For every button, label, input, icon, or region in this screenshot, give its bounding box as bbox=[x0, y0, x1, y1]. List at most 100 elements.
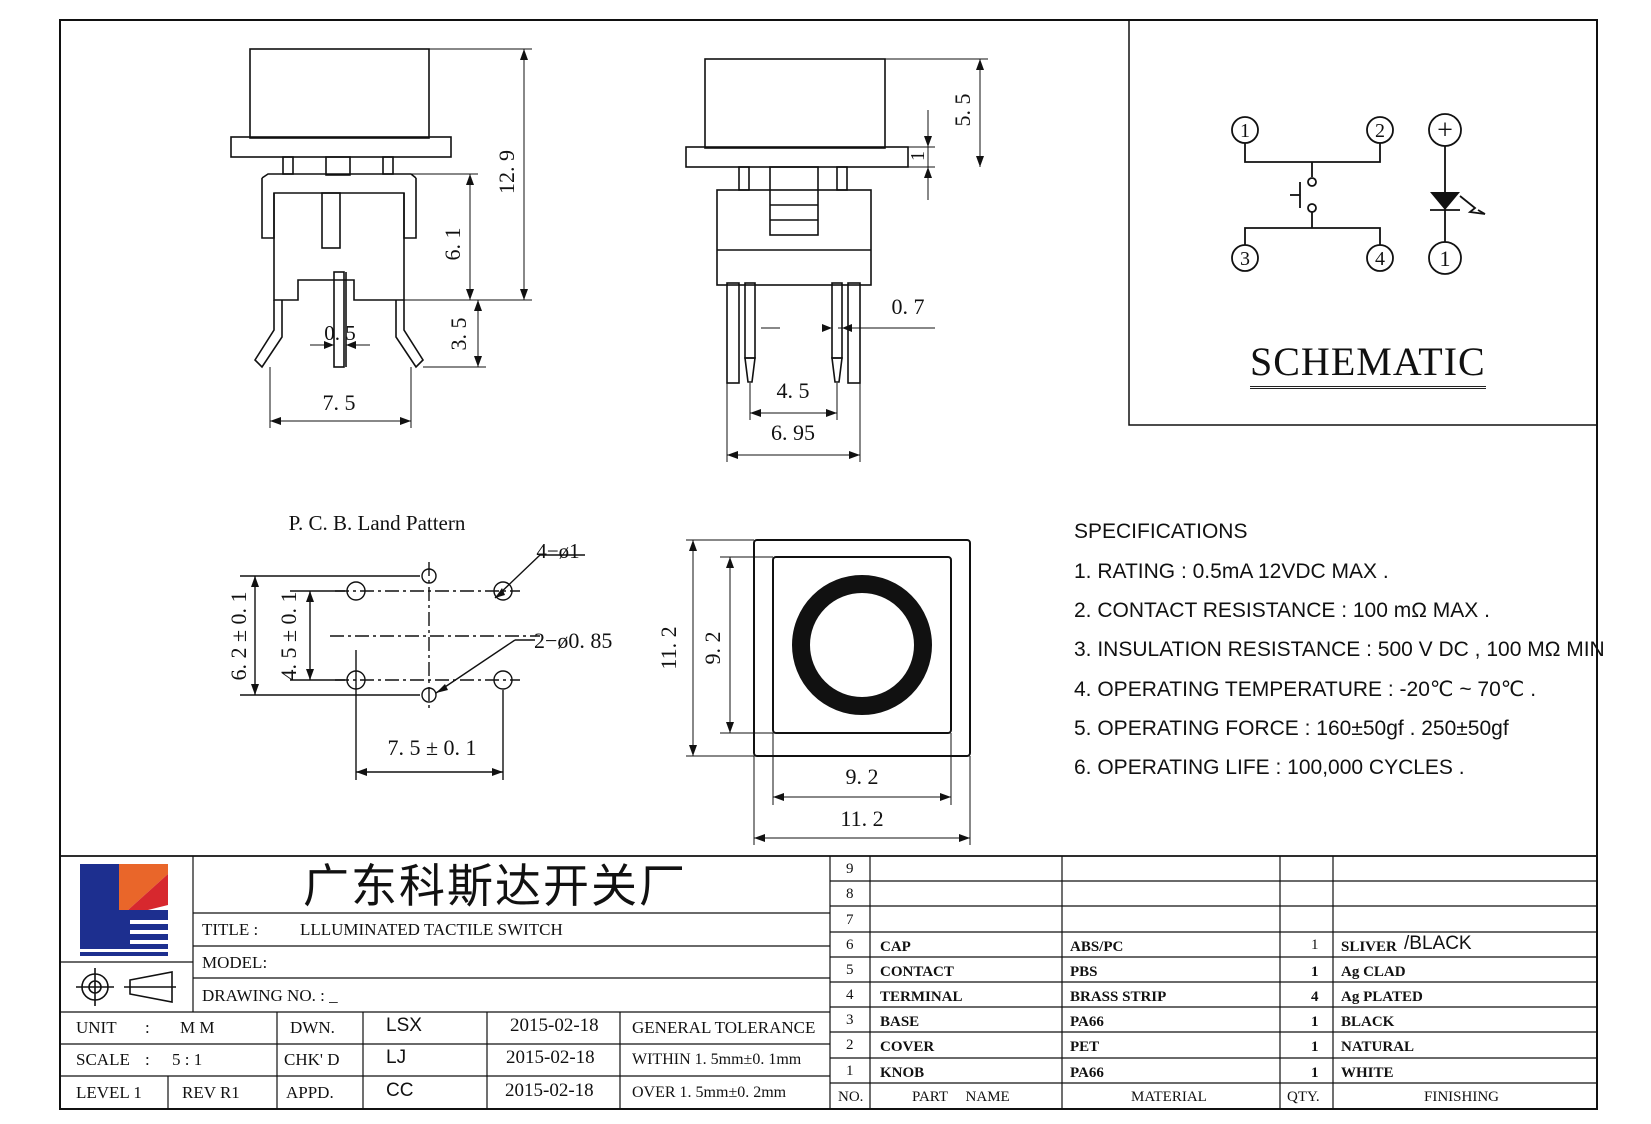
dim-9-2-vertical: 9. 2 bbox=[700, 632, 725, 665]
bom-row-number: 2 bbox=[846, 1037, 854, 1053]
drawn-date: 2015-02-18 bbox=[510, 1015, 599, 1036]
scale-label: SCALE bbox=[76, 1050, 130, 1069]
scale-value: 5 : 1 bbox=[172, 1050, 203, 1069]
top-view bbox=[686, 539, 971, 845]
bom-quantity: 1 bbox=[1311, 1014, 1319, 1030]
side-view bbox=[685, 58, 909, 384]
drawing-number-label: DRAWING NO. : _ bbox=[202, 986, 338, 1005]
checked-by-label: CHK' D bbox=[284, 1050, 340, 1069]
title-value: LLLUMINATED TACTILE SWITCH bbox=[300, 920, 563, 939]
bom-quantity: 4 bbox=[1311, 989, 1319, 1005]
schematic-title: SCHEMATIC bbox=[1250, 340, 1486, 389]
dim-4-holes: 4−ø1 bbox=[536, 539, 579, 563]
bom-quantity: 1 bbox=[1311, 937, 1319, 953]
side-view-arrows bbox=[727, 59, 984, 459]
pin-label-4: 4 bbox=[1375, 248, 1385, 270]
company-name: 广东科斯达开关厂 bbox=[303, 859, 687, 913]
spec-operating-temperature: 4. OPERATING TEMPERATURE : -20℃ ~ 70℃ . bbox=[1074, 678, 1537, 701]
bom-finishing: BLACK bbox=[1341, 1014, 1395, 1030]
scale-separator: : bbox=[145, 1050, 150, 1069]
bom-finishing: Ag CLAD bbox=[1341, 964, 1406, 980]
bom-row-number: 8 bbox=[846, 886, 854, 902]
bom-row-number: 4 bbox=[846, 987, 854, 1003]
dim-6-1: 6. 1 bbox=[440, 228, 465, 261]
dim-6-2: 6. 2 ± 0. 1 bbox=[226, 591, 251, 680]
bom-material: PA66 bbox=[1070, 1065, 1104, 1081]
schematic-box bbox=[1128, 19, 1598, 426]
dim-11-2-horizontal: 11. 2 bbox=[840, 806, 883, 831]
bom-material: PA66 bbox=[1070, 1014, 1104, 1030]
company-logo bbox=[80, 864, 168, 956]
bom-part-name: KNOB bbox=[880, 1065, 925, 1081]
bom-part-name: TERMINAL bbox=[880, 989, 963, 1005]
bom-finishing: WHITE bbox=[1341, 1065, 1394, 1081]
dim-4-5: 4. 5 bbox=[777, 378, 810, 403]
front-view bbox=[230, 48, 452, 369]
side-view-dimensions bbox=[726, 58, 988, 462]
front-view-arrows bbox=[270, 49, 528, 425]
bom-row-number: 5 bbox=[846, 962, 854, 978]
top-view-arrows bbox=[689, 540, 970, 842]
drawn-by-label: DWN. bbox=[290, 1018, 335, 1037]
bom-row-number: 6 bbox=[846, 937, 854, 953]
checked-date: 2015-02-18 bbox=[506, 1047, 595, 1068]
bom-material: BRASS STRIP bbox=[1070, 989, 1167, 1005]
specifications-heading: SPECIFICATIONS bbox=[1074, 520, 1248, 543]
sheet-border bbox=[59, 19, 1598, 1110]
specifications-block: SPECIFICATIONS 1. RATING : 0.5mA 12VDC M… bbox=[1074, 520, 1634, 795]
pcb-arrows bbox=[251, 576, 505, 776]
bom-row-number: 9 bbox=[846, 861, 854, 877]
bom-row-number: 3 bbox=[846, 1012, 854, 1028]
dim-7-5-tol: 7. 5 ± 0. 1 bbox=[387, 735, 476, 760]
drawn-by-name: LSX bbox=[386, 1015, 422, 1036]
dim-2-holes: 2−ø0. 85 bbox=[534, 628, 612, 653]
dim-5-5: 5. 5 bbox=[950, 94, 975, 127]
spec-operating-force: 5. OPERATING FORCE : 160±50gf . 250±50gf bbox=[1074, 717, 1509, 740]
dim-9-2-horizontal: 9. 2 bbox=[846, 764, 879, 789]
spec-insulation-resistance: 3. INSULATION RESISTANCE : 500 V DC , 10… bbox=[1074, 638, 1605, 661]
approved-by-label: APPD. bbox=[286, 1083, 334, 1102]
dim-6-95: 6. 95 bbox=[771, 420, 815, 445]
pin-label-2: 2 bbox=[1375, 120, 1385, 142]
bom-finishing: NATURAL bbox=[1341, 1039, 1415, 1055]
bom-quantity: 1 bbox=[1311, 964, 1319, 980]
pcb-title: P. C. B. Land Pattern bbox=[289, 511, 466, 535]
bom-part-name: CONTACT bbox=[880, 964, 954, 980]
bom-part-name: CAP bbox=[880, 939, 911, 955]
led-triangle bbox=[1430, 192, 1460, 210]
bom-material: PBS bbox=[1070, 964, 1098, 980]
dim-7-5: 7. 5 bbox=[323, 390, 356, 415]
title-label: TITLE : bbox=[202, 920, 259, 939]
model-label: MODEL: bbox=[202, 953, 268, 972]
revision-value: REV R1 bbox=[182, 1083, 240, 1102]
bom-material: ABS/PC bbox=[1070, 939, 1124, 955]
pin-label-1: 1 bbox=[1240, 120, 1250, 142]
approved-date: 2015-02-18 bbox=[505, 1080, 594, 1101]
title-block-grid bbox=[60, 855, 1597, 1109]
bom-header-part-name: PART NAME bbox=[912, 1089, 1010, 1105]
general-tolerance-title: GENERAL TOLERANCE bbox=[632, 1018, 816, 1037]
front-view-dimensions bbox=[269, 48, 532, 428]
tolerance-within: WITHIN 1. 5mm±0. 1mm bbox=[632, 1051, 802, 1068]
led-minus-label: 1 bbox=[1440, 246, 1451, 271]
bom-header-finishing: FINISHING bbox=[1424, 1089, 1499, 1105]
spec-contact-resistance: 2. CONTACT RESISTANCE : 100 mΩ MAX . bbox=[1074, 599, 1490, 622]
bom-part-name: COVER bbox=[880, 1039, 935, 1055]
approved-by-name: CC bbox=[386, 1080, 414, 1101]
dim-4-5-tol: 4. 5 ± 0. 1 bbox=[276, 591, 301, 680]
checked-by-name: LJ bbox=[386, 1047, 407, 1068]
bom-finishing: Ag PLATED bbox=[1341, 989, 1423, 1005]
spec-operating-life: 6. OPERATING LIFE : 100,000 CYCLES . bbox=[1074, 756, 1465, 779]
dim-0-7: 0. 7 bbox=[892, 294, 925, 319]
bom-material: PET bbox=[1070, 1039, 1100, 1055]
bom-finishing-color: /BLACK bbox=[1404, 933, 1472, 954]
bom-finishing: SLIVER bbox=[1341, 939, 1397, 955]
bom-header-quantity: QTY. bbox=[1287, 1089, 1320, 1105]
tolerance-over: OVER 1. 5mm±0. 2mm bbox=[632, 1084, 787, 1101]
dim-11-2-vertical: 11. 2 bbox=[656, 626, 681, 669]
pin-label-3: 3 bbox=[1240, 248, 1250, 270]
spec-rating: 1. RATING : 0.5mA 12VDC MAX . bbox=[1074, 560, 1389, 583]
level-value: LEVEL 1 bbox=[76, 1083, 142, 1102]
projection-symbol-icon bbox=[76, 968, 176, 1006]
